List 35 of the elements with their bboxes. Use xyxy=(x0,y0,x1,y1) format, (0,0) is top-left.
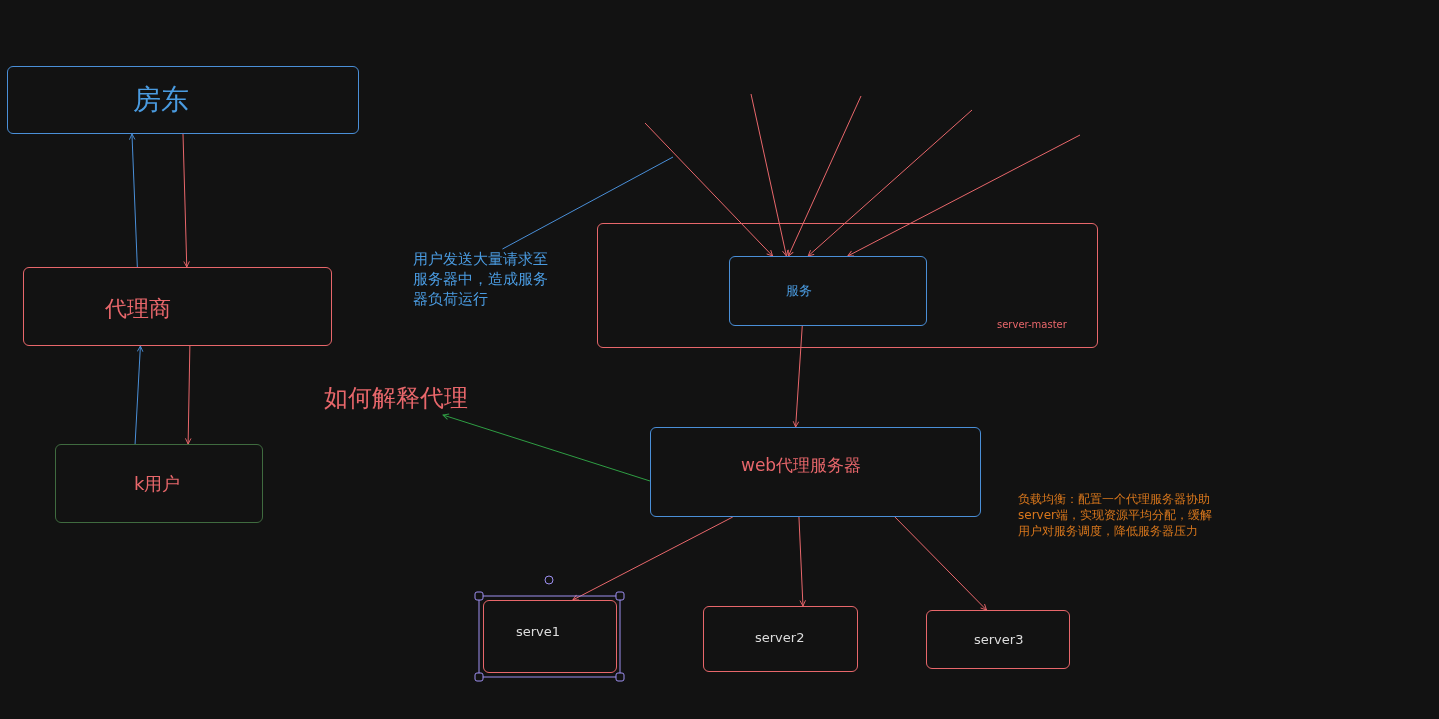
arrow xyxy=(644,122,774,257)
heading-text: 如何解释代理 xyxy=(324,381,494,415)
box-label: 代理商 xyxy=(105,295,171,323)
process-box xyxy=(7,66,359,134)
arrow xyxy=(894,516,987,611)
arrow xyxy=(847,134,1081,257)
box-label: serve1 xyxy=(516,624,561,639)
arrow xyxy=(182,133,190,268)
arrow xyxy=(750,93,789,257)
box-label: server2 xyxy=(755,630,805,645)
server-box xyxy=(926,610,1070,669)
box-label: k用户 xyxy=(134,472,181,496)
box-label: 服务 xyxy=(786,282,812,300)
arrow xyxy=(792,325,803,428)
line xyxy=(501,156,674,250)
process-box xyxy=(55,444,263,523)
box-label: 房东 xyxy=(133,82,189,118)
box-label: server3 xyxy=(974,632,1024,647)
box-label: web代理服务器 xyxy=(741,454,862,477)
server-box xyxy=(483,600,617,673)
arrow xyxy=(787,95,862,257)
proxy-server-box xyxy=(650,427,981,517)
arrow xyxy=(128,133,138,268)
box-label: server-master xyxy=(997,319,1067,330)
note-text: 用户发送大量请求至服务器中，造成服务器负荷运行 xyxy=(413,249,555,309)
service-box xyxy=(729,256,927,326)
process-box xyxy=(23,267,332,346)
arrow xyxy=(572,516,734,601)
arrow xyxy=(134,345,144,445)
arrow xyxy=(807,109,973,257)
arrow xyxy=(798,516,806,607)
server-box xyxy=(703,606,858,672)
server-box xyxy=(597,223,1098,348)
note-text: 负载均衡：配置一个代理服务器协助server端，实现资源平均分配，缓解用户对服务调度，降低服务器压力 xyxy=(1018,491,1213,539)
arrow xyxy=(442,413,651,482)
